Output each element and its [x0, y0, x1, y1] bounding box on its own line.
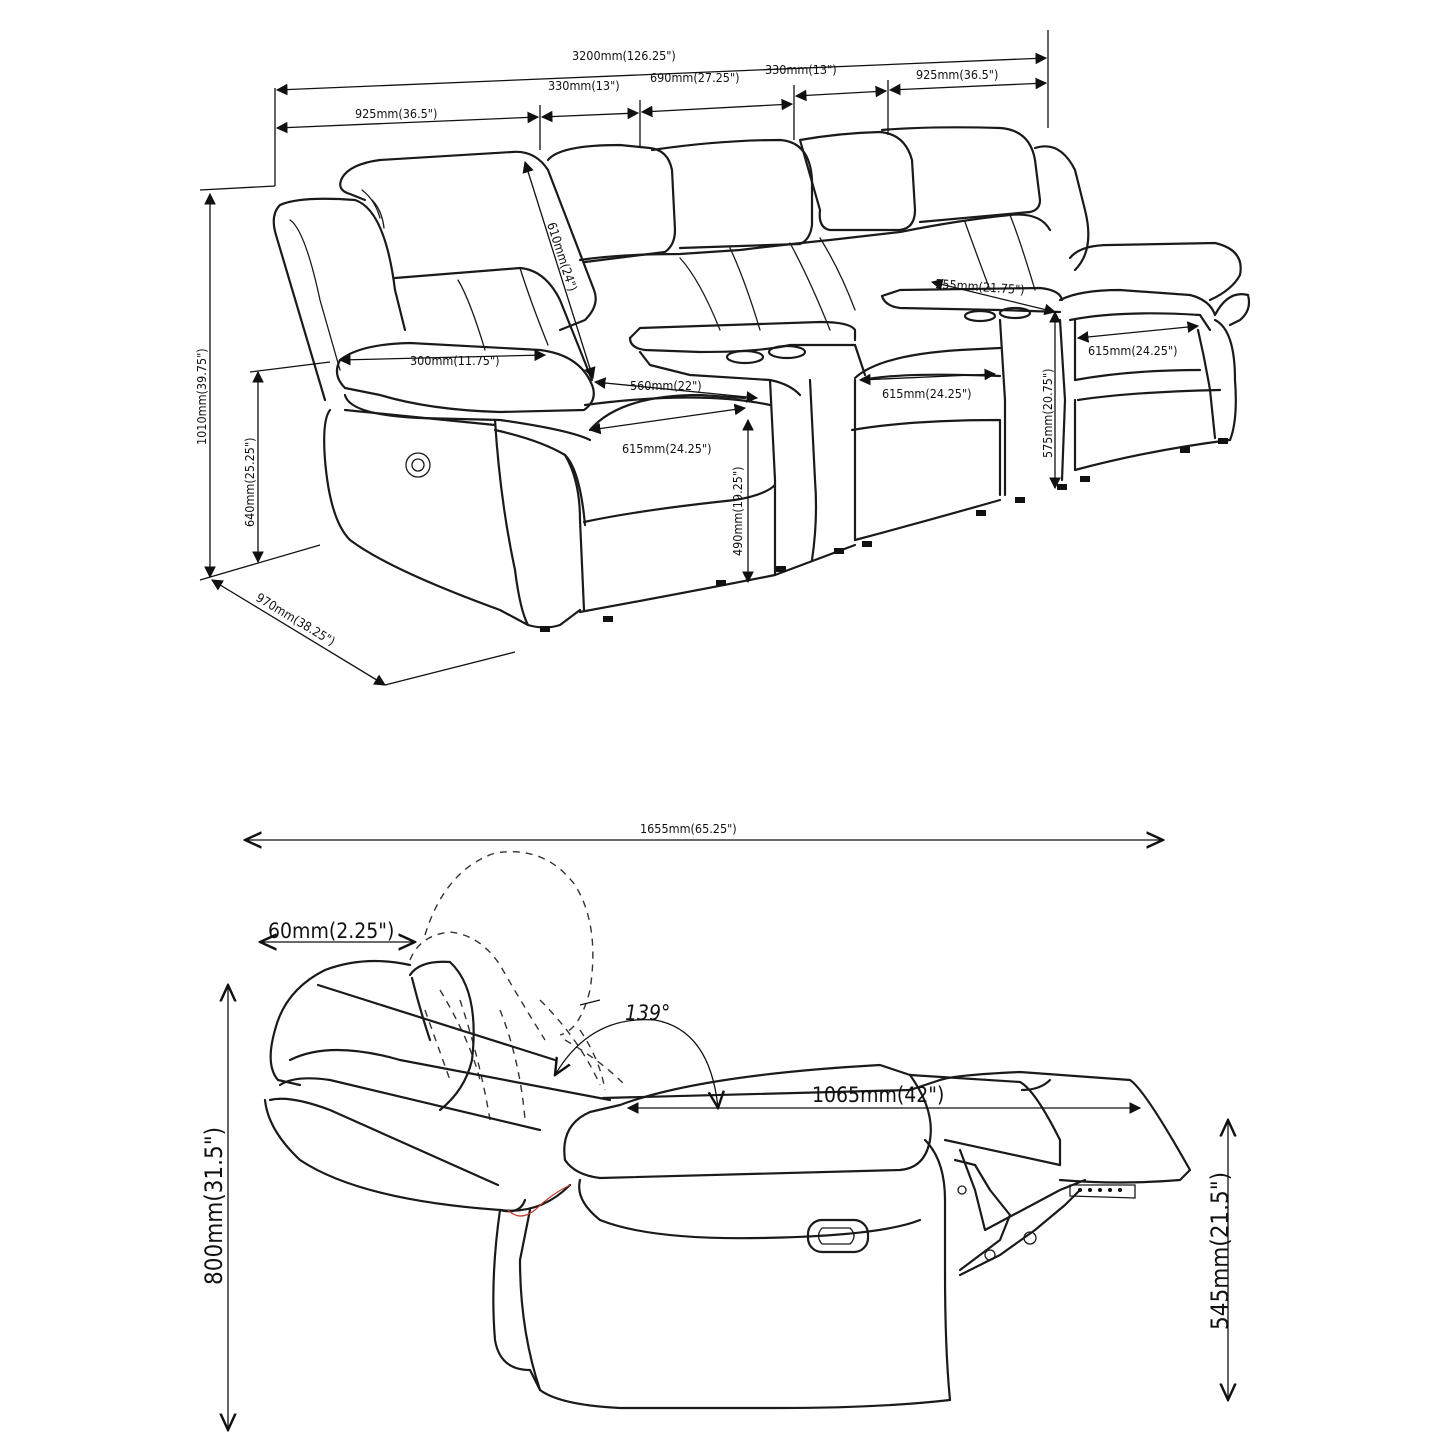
recline-angle-label: 139°	[625, 1001, 671, 1025]
console-right-width-label: 330mm(13")	[765, 62, 837, 77]
top-view-dimensions	[199, 30, 1200, 686]
recliner-side-drawing	[263, 851, 1192, 1410]
footrest-height-label: 545mm(21.5")	[1206, 1172, 1234, 1330]
overall-height-side-label: 800mm(31.5")	[200, 1127, 228, 1285]
console-height-label: 575mm(20.75")	[1040, 368, 1055, 458]
seat-to-footrest-label: 1065mm(42")	[812, 1083, 944, 1107]
console-left-width-label: 330mm(13")	[548, 78, 620, 93]
seat-depth-left-label: 615mm(24.25")	[622, 441, 712, 456]
sofa-feet	[540, 438, 1228, 632]
reclined-length-label: 1655mm(65.25")	[640, 821, 737, 836]
middle-seat-width-label: 690mm(27.25")	[650, 70, 740, 85]
seat-depth-right-label: 615mm(24.25")	[1088, 343, 1178, 358]
seat-width-left-label: 560mm(22")	[630, 378, 702, 393]
sofa-front-drawing	[272, 126, 1251, 632]
arm-width-label: 300mm(11.75")	[410, 353, 500, 368]
left-seat-width-label: 925mm(36.5")	[355, 106, 437, 121]
depth-label: 970mm(38.25")	[253, 590, 337, 649]
right-seat-width-label: 925mm(36.5")	[916, 67, 998, 82]
console-length-label: 555mm(21.75")	[935, 276, 1025, 297]
arm-height-label: 640mm(25.25")	[242, 437, 257, 527]
side-view-dimensions	[228, 840, 1228, 1430]
overall-width-label: 3200mm(126.25")	[572, 48, 676, 63]
seat-depth-middle-label: 615mm(24.25")	[882, 386, 972, 401]
overall-height-label: 1010mm(39.75")	[194, 348, 209, 445]
seat-height-label: 490mm(19.25")	[730, 466, 745, 556]
wall-clearance-label: 60mm(2.25")	[268, 919, 394, 943]
